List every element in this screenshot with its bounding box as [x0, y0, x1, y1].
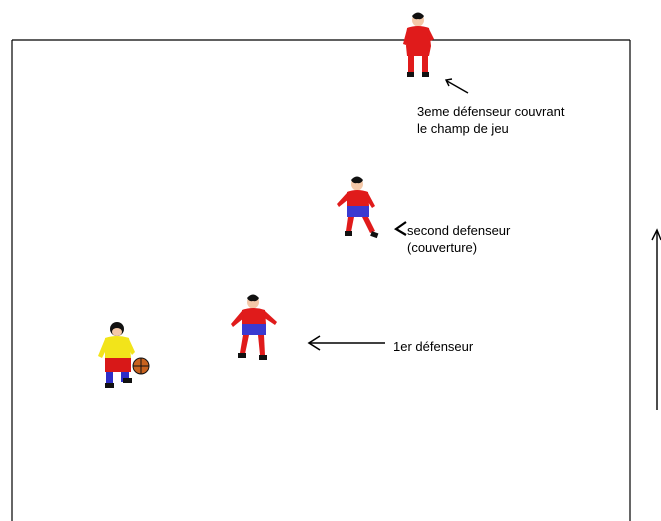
second-defender-label: second defenseur (couverture)	[407, 222, 510, 256]
arrow-icon	[393, 221, 407, 236]
arrow-icon	[307, 335, 385, 351]
third-defender-label-line2: le champ de jeu	[417, 121, 509, 136]
defender-player-icon	[337, 176, 379, 239]
first-defender-label-line1: 1er défenseur	[393, 339, 474, 354]
second-defender-label-line2: (couverture)	[407, 240, 478, 255]
attacker-player-icon	[98, 322, 135, 388]
first-defender-label: 1er défenseur	[393, 338, 473, 355]
third-defender-label-line1: 3eme défenseur couvrant	[417, 104, 565, 119]
second-defender-label-line1: second defenseur	[407, 223, 511, 238]
ball-icon	[132, 357, 150, 375]
defender-player-icon	[403, 12, 434, 77]
third-defender-label: 3eme défenseur couvrant le champ de jeu	[417, 103, 564, 137]
defender-player-icon	[231, 294, 277, 360]
field-lines	[11, 39, 631, 521]
arrow-icon	[444, 78, 469, 94]
arrow-icon	[651, 228, 661, 410]
